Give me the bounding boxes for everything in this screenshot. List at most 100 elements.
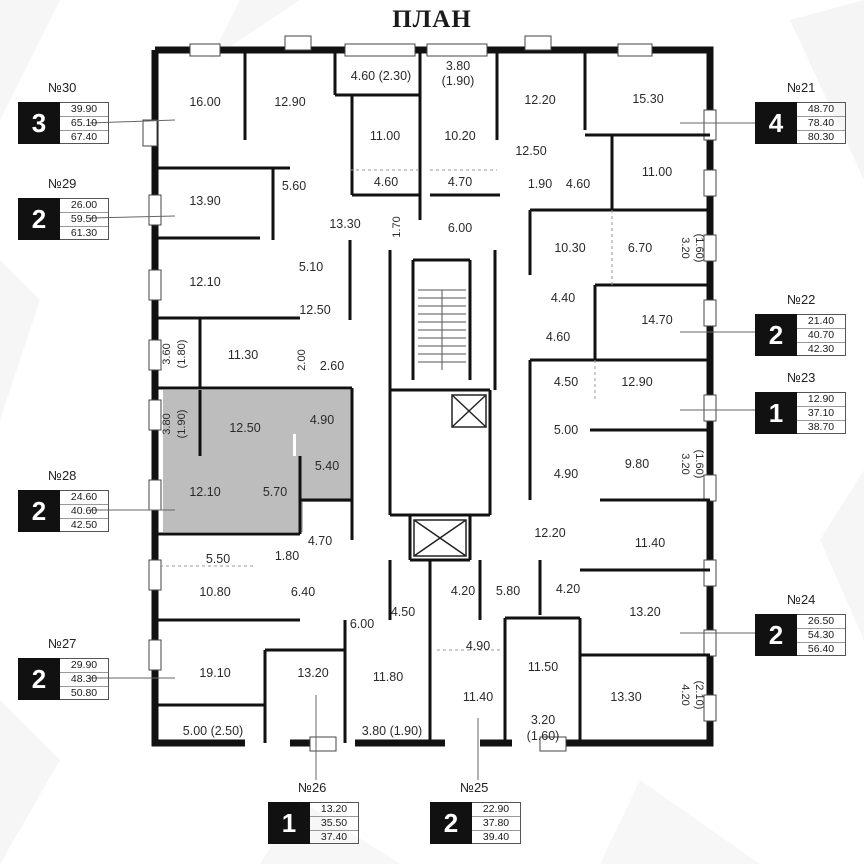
room-count: 1 — [268, 802, 310, 844]
apartment-card-30[interactable]: №30 3 39.90 65.10 67.40 — [18, 80, 109, 144]
room-area-label: 14.70 — [641, 313, 672, 327]
room-area-label: 5.70 — [263, 485, 287, 499]
room-count: 2 — [755, 314, 797, 356]
apartment-card-29[interactable]: №29 2 26.00 59.50 61.30 — [18, 176, 109, 240]
room-area-label: 4.60 — [374, 175, 398, 189]
room-area-label: 12.10 — [189, 485, 220, 499]
room-area-label: 6.00 — [350, 617, 374, 631]
room-area-label: 10.80 — [199, 585, 230, 599]
area-list: 22.90 37.80 39.40 — [472, 802, 521, 844]
room-area-label: 4.50 — [391, 605, 415, 619]
total-area: 48.30 — [60, 673, 108, 687]
apartment-card-26[interactable]: №26 1 13.20 35.50 37.40 — [268, 780, 359, 844]
room-area-label: (1.90) — [176, 410, 188, 439]
area-list: 26.00 59.50 61.30 — [60, 198, 109, 240]
total-area-with-balcony: 42.30 — [807, 343, 835, 355]
total-area-with-balcony: 39.40 — [482, 831, 510, 843]
area-list: 29.90 48.30 50.80 — [60, 658, 109, 700]
room-area-label: 4.20 — [556, 582, 580, 596]
apartment-card-24[interactable]: №24 2 26.50 54.30 56.40 — [755, 592, 846, 656]
apartment-card-23[interactable]: №23 1 12.90 37.10 38.70 — [755, 370, 846, 434]
room-area-label: 16.00 — [189, 95, 220, 109]
room-area-label: 3.20 — [679, 453, 691, 474]
room-area-label: 12.20 — [524, 93, 555, 107]
living-area: 48.70 — [797, 103, 845, 117]
room-area-label: 3.60 — [161, 343, 173, 364]
room-area-label: 2.00 — [296, 349, 308, 370]
room-area-label: 6.00 — [448, 221, 472, 235]
room-area-label: 4.20 — [679, 684, 691, 705]
apartment-number: №22 — [787, 292, 816, 307]
apartment-card-28[interactable]: №28 2 24.60 40.60 42.50 — [18, 468, 109, 532]
room-count: 2 — [18, 490, 60, 532]
room-area-label: 2.60 — [320, 359, 344, 373]
total-area: 65.10 — [60, 117, 108, 131]
room-area-label: 12.50 — [515, 144, 546, 158]
total-area: 35.50 — [310, 817, 358, 831]
room-area-label: 15.30 — [632, 92, 663, 106]
total-area-with-balcony: 37.40 — [320, 831, 348, 843]
apartment-number: №30 — [48, 80, 77, 95]
room-area-label: 4.50 — [554, 375, 578, 389]
room-area-label: 5.00 — [554, 423, 578, 437]
room-area-label: 11.40 — [635, 536, 665, 550]
leader-lines — [89, 119, 755, 780]
room-area-label: 6.70 — [628, 241, 652, 255]
room-area-label: (2.10) — [693, 681, 705, 710]
room-area-label: 12.50 — [229, 421, 260, 435]
room-area-label: 5.80 — [496, 584, 520, 598]
apartment-28-highlight — [163, 390, 352, 532]
total-area-with-balcony: 56.40 — [807, 643, 835, 655]
plan-title: ПЛАН — [392, 6, 472, 33]
bg-facet — [820, 470, 864, 640]
room-area-label: 13.20 — [629, 605, 660, 619]
total-area-with-balcony: 50.80 — [70, 687, 98, 699]
room-area-label: 3.20 — [679, 237, 691, 258]
room-area-label: 4.20 — [451, 584, 475, 598]
total-area-with-balcony: 61.30 — [70, 227, 98, 239]
bg-facet — [600, 780, 760, 864]
room-count: 2 — [18, 658, 60, 700]
room-area-label: 5.00 (2.50) — [183, 724, 243, 738]
total-area: 54.30 — [797, 629, 845, 643]
room-area-label: (1.60) — [693, 450, 705, 479]
room-area-label: 3.80 (1.90) — [362, 724, 422, 738]
room-area-label: 13.30 — [610, 690, 641, 704]
room-area-label: 6.40 — [291, 585, 315, 599]
room-area-label: 11.50 — [528, 660, 558, 674]
bg-facet — [0, 260, 40, 420]
area-list: 39.90 65.10 67.40 — [60, 102, 109, 144]
apartment-number: №25 — [460, 780, 489, 795]
apartment-number: №21 — [787, 80, 816, 95]
apartment-card-25[interactable]: №25 2 22.90 37.80 39.40 — [430, 780, 521, 844]
elevator-shafts — [413, 394, 487, 557]
bg-facet — [0, 700, 60, 864]
room-area-label: 4.90 — [466, 639, 490, 653]
living-area: 26.00 — [60, 199, 108, 213]
room-area-label: 12.90 — [274, 95, 305, 109]
apartment-number: №27 — [48, 636, 77, 651]
apartment-number: №23 — [787, 370, 816, 385]
total-area-with-balcony: 38.70 — [807, 421, 835, 433]
room-count: 4 — [755, 102, 797, 144]
apartment-card-22[interactable]: №22 2 21.40 40.70 42.30 — [755, 292, 846, 356]
bg-facet — [0, 0, 60, 120]
room-area-label: 3.80 — [161, 413, 173, 434]
room-count: 2 — [18, 198, 60, 240]
apartment-card-27[interactable]: №27 2 29.90 48.30 50.80 — [18, 636, 109, 700]
room-area-label: 4.60 (2.30) — [351, 69, 411, 83]
room-area-label: 5.40 — [315, 459, 339, 473]
living-area: 26.50 — [797, 615, 845, 629]
room-area-label: 4.70 — [308, 534, 332, 548]
stairs — [418, 289, 466, 370]
apartment-number: №24 — [787, 592, 816, 607]
room-area-label: 11.30 — [228, 348, 258, 362]
room-area-label: 11.40 — [463, 690, 493, 704]
room-area-label: 4.60 — [566, 177, 590, 191]
room-area-label: (1.60) — [527, 729, 560, 743]
area-list: 21.40 40.70 42.30 — [797, 314, 846, 356]
apartment-card-21[interactable]: №21 4 48.70 78.40 80.30 — [755, 80, 846, 144]
apartment-number: №29 — [48, 176, 77, 191]
room-count: 2 — [430, 802, 472, 844]
living-area: 24.60 — [60, 491, 108, 505]
